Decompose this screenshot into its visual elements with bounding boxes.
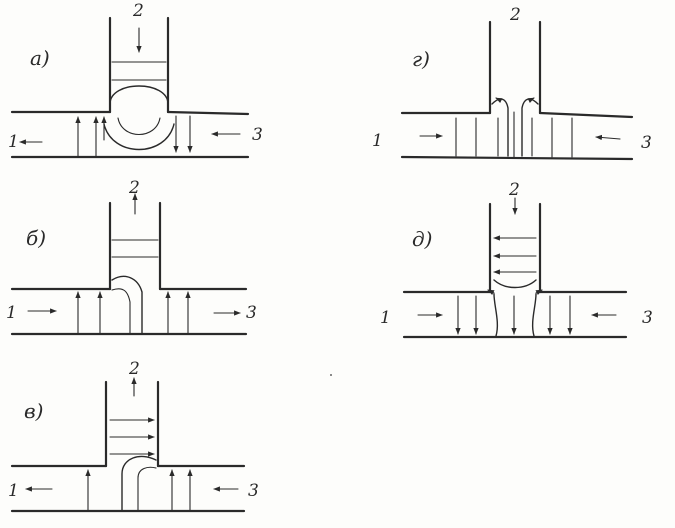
panel-v-label: в)	[24, 399, 43, 423]
panel-d-right-number: 3	[642, 308, 653, 328]
panel-b-right-number: 3	[246, 303, 257, 323]
panel-a-right-number: 3	[252, 125, 263, 145]
panel-a-left-number: 1	[8, 132, 19, 152]
panel-v-branch-number: 2	[128, 359, 140, 379]
panel-b-left-number: 1	[6, 303, 17, 323]
panel-b	[10, 193, 248, 336]
panel-v-left-number: 1	[8, 481, 19, 501]
panel-g-label: г)	[412, 47, 430, 71]
panel-g-right-number: 3	[641, 133, 652, 153]
scan-speck	[330, 374, 332, 376]
panel-d-branch-number: 2	[508, 180, 520, 200]
panel-d-label: д)	[412, 227, 432, 251]
panel-b-label: б)	[26, 226, 46, 250]
panel-g	[400, 20, 634, 161]
panel-g-left-number: 1	[372, 131, 383, 151]
panel-d-left-number: 1	[380, 308, 391, 328]
panel-b-branch-number: 2	[128, 178, 140, 198]
panel-v-right-number: 3	[248, 481, 259, 501]
panel-d	[402, 197, 628, 339]
panel-a	[10, 16, 250, 159]
panel-v	[10, 377, 246, 513]
panel-g-branch-number: 2	[509, 5, 521, 25]
panel-a-label: a)	[30, 46, 50, 70]
panel-a-branch-number: 2	[132, 1, 144, 21]
